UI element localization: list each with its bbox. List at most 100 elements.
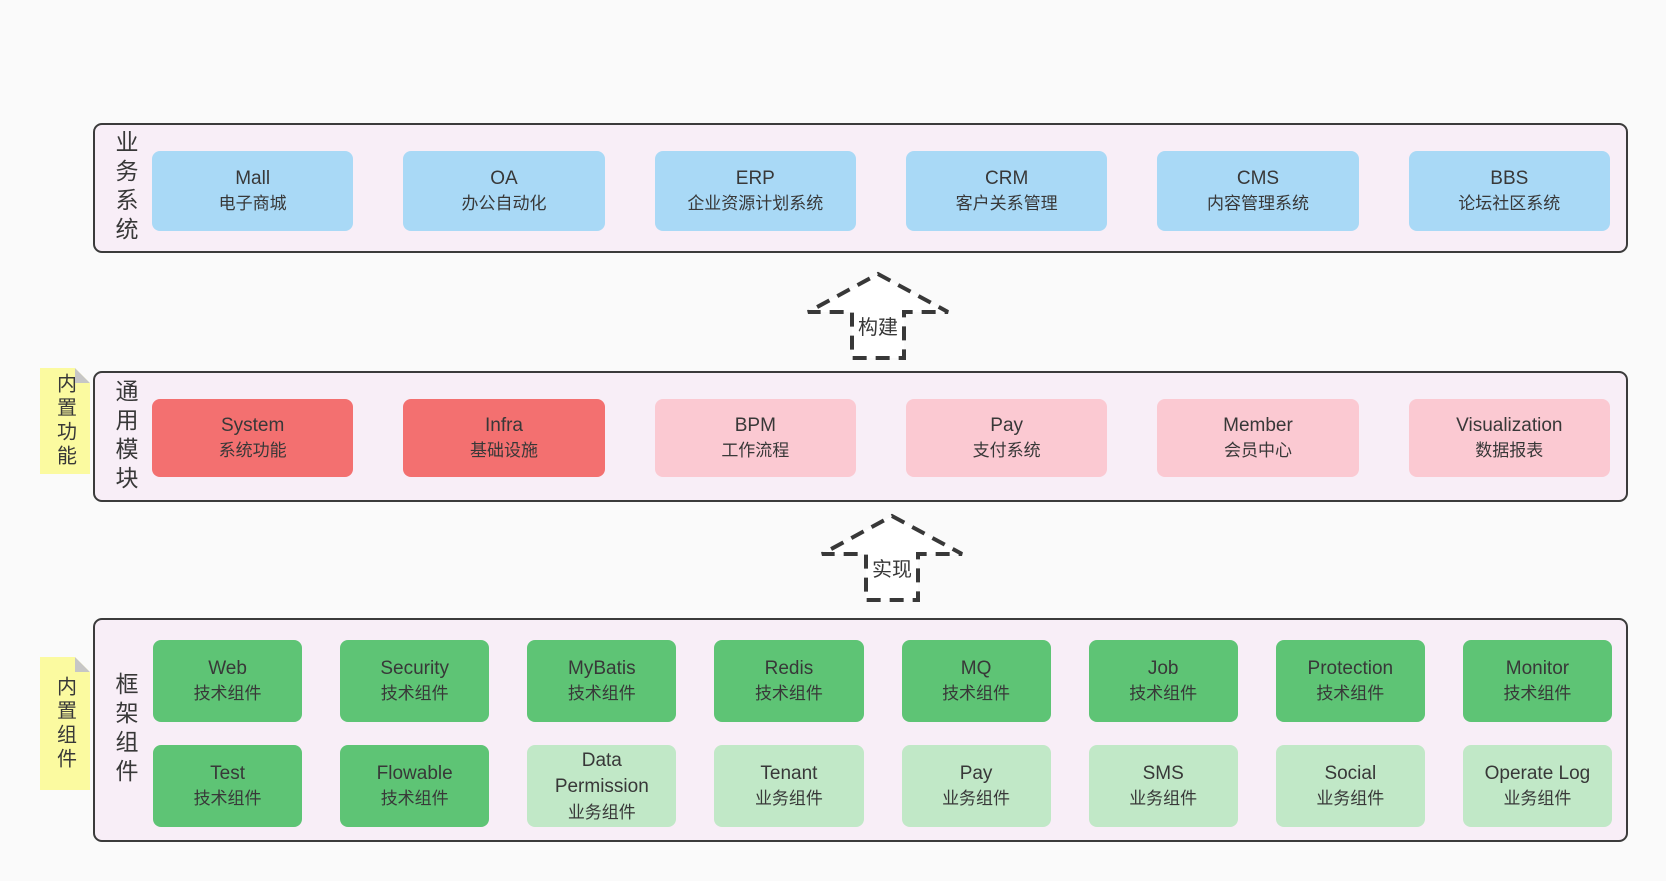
box-oa-desc: 办公自动化 [461, 194, 547, 214]
framework-components-row-1: Web 技术组件 Security 技术组件 MyBatis 技术组件 Redi… [153, 640, 1612, 722]
box-security-desc: 技术组件 [380, 684, 449, 704]
arrow-implement: 实现 [820, 513, 964, 603]
box-protection: Protection 技术组件 [1275, 640, 1425, 722]
box-oa: OA 办公自动化 [403, 151, 605, 231]
box-protection-desc: 技术组件 [1316, 684, 1385, 704]
box-redis: Redis 技术组件 [714, 640, 864, 722]
box-sms-desc: 业务组件 [1129, 789, 1198, 809]
tier-label-framework-components: 框架组件 [112, 672, 138, 788]
box-social: Social 业务组件 [1275, 745, 1425, 827]
box-mall: Mall 电子商城 [152, 151, 354, 231]
arrow-build: 构建 [806, 271, 950, 361]
box-tenant: Tenant 业务组件 [714, 745, 864, 827]
box-oa-name: OA [490, 167, 518, 189]
box-mq-desc: 技术组件 [942, 684, 1011, 704]
arrow-build-label: 构建 [856, 310, 900, 341]
box-data-permission-name: Data Permission [554, 749, 649, 798]
box-operate-log-name: Operate Log [1484, 762, 1591, 784]
box-operate-log-desc: 业务组件 [1503, 789, 1572, 809]
box-bpm-name: BPM [734, 414, 776, 436]
box-visualization-name: Visualization [1456, 414, 1563, 436]
box-visualization-desc: 数据报表 [1475, 441, 1544, 461]
box-security-name: Security [380, 657, 449, 679]
tier-business-systems: 业务系统 Mall 电子商城 OA 办公自动化 ERP 企业资源计划系统 CRM… [93, 123, 1628, 253]
box-flowable: Flowable 技术组件 [340, 745, 490, 827]
box-member-desc: 会员中心 [1223, 441, 1292, 461]
box-system-name: System [220, 414, 285, 436]
tab-built-in-components: 内置组件 [40, 657, 90, 790]
box-flowable-desc: 技术组件 [380, 789, 449, 809]
box-pay-desc: 支付系统 [972, 441, 1041, 461]
box-bpm: BPM 工作流程 [654, 399, 856, 477]
tab-built-in-features: 内置功能 [40, 368, 90, 474]
box-pay-biz-name: Pay [959, 762, 993, 784]
box-job-name: Job [1147, 657, 1179, 679]
box-test-desc: 技术组件 [193, 789, 262, 809]
box-mall-desc: 电子商城 [218, 194, 287, 214]
box-sms: SMS 业务组件 [1088, 745, 1238, 827]
box-monitor: Monitor 技术组件 [1462, 640, 1612, 722]
box-erp: ERP 企业资源计划系统 [654, 151, 856, 231]
tier-common-modules: 通用模块 System 系统功能 Infra 基础设施 BPM 工作流程 Pay… [93, 371, 1628, 502]
tier-label-business-systems: 业务系统 [112, 130, 138, 246]
box-tenant-name: Tenant [760, 762, 818, 784]
common-modules-row: System 系统功能 Infra 基础设施 BPM 工作流程 Pay 支付系统… [152, 399, 1610, 477]
framework-components-row-2: Test 技术组件 Flowable 技术组件 Data Permission … [153, 745, 1612, 827]
box-cms-desc: 内容管理系统 [1206, 194, 1309, 214]
box-test: Test 技术组件 [153, 745, 303, 827]
box-crm: CRM 客户关系管理 [905, 151, 1108, 231]
box-web-desc: 技术组件 [193, 684, 262, 704]
box-pay-biz-desc: 业务组件 [942, 789, 1011, 809]
box-bbs: BBS 论坛社区系统 [1408, 151, 1610, 231]
tier-framework-components: 框架组件 Web 技术组件 Security 技术组件 MyBatis 技术组件… [93, 618, 1628, 842]
box-security: Security 技术组件 [340, 640, 490, 722]
box-social-name: Social [1324, 762, 1377, 784]
box-mq-name: MQ [960, 657, 992, 679]
box-member: Member 会员中心 [1157, 399, 1359, 477]
box-system: System 系统功能 [152, 399, 354, 477]
box-infra: Infra 基础设施 [403, 399, 605, 477]
box-job: Job 技术组件 [1088, 640, 1238, 722]
box-web: Web 技术组件 [153, 640, 303, 722]
box-redis-name: Redis [764, 657, 814, 679]
box-visualization: Visualization 数据报表 [1408, 399, 1610, 477]
box-mall-name: Mall [235, 167, 271, 189]
box-bbs-desc: 论坛社区系统 [1458, 194, 1561, 214]
box-pay-biz: Pay 业务组件 [901, 745, 1051, 827]
box-protection-name: Protection [1307, 657, 1394, 679]
box-data-permission-desc: 业务组件 [567, 802, 636, 822]
tab-built-in-features-label: 内置功能 [53, 373, 76, 469]
box-cms-name: CMS [1236, 167, 1280, 189]
box-job-desc: 技术组件 [1129, 684, 1198, 704]
box-pay: Pay 支付系统 [905, 399, 1108, 477]
box-monitor-name: Monitor [1505, 657, 1570, 679]
box-monitor-desc: 技术组件 [1503, 684, 1572, 704]
box-bbs-name: BBS [1490, 167, 1529, 189]
box-bpm-desc: 工作流程 [721, 441, 790, 461]
box-sms-name: SMS [1142, 762, 1184, 784]
box-infra-name: Infra [484, 414, 523, 436]
business-systems-row: Mall 电子商城 OA 办公自动化 ERP 企业资源计划系统 CRM 客户关系… [152, 151, 1610, 231]
box-crm-name: CRM [985, 167, 1029, 189]
box-system-desc: 系统功能 [218, 441, 287, 461]
box-web-name: Web [208, 657, 247, 679]
box-mq: MQ 技术组件 [901, 640, 1051, 722]
box-mybatis-name: MyBatis [568, 657, 636, 679]
box-mybatis: MyBatis 技术组件 [527, 640, 677, 722]
box-erp-name: ERP [735, 167, 775, 189]
box-redis-desc: 技术组件 [754, 684, 823, 704]
box-tenant-desc: 业务组件 [754, 789, 823, 809]
box-erp-desc: 企业资源计划系统 [687, 194, 824, 214]
box-social-desc: 业务组件 [1316, 789, 1385, 809]
box-member-name: Member [1223, 414, 1293, 436]
box-crm-desc: 客户关系管理 [955, 194, 1058, 214]
tab-built-in-components-label: 内置组件 [53, 675, 76, 772]
box-mybatis-desc: 技术组件 [567, 684, 636, 704]
box-pay-name: Pay [990, 414, 1024, 436]
tier-label-common-modules: 通用模块 [112, 378, 138, 495]
box-cms: CMS 内容管理系统 [1157, 151, 1359, 231]
box-operate-log: Operate Log 业务组件 [1462, 745, 1612, 827]
box-test-name: Test [210, 762, 245, 784]
box-flowable-name: Flowable [376, 762, 453, 784]
arrow-implement-label: 实现 [870, 552, 914, 583]
